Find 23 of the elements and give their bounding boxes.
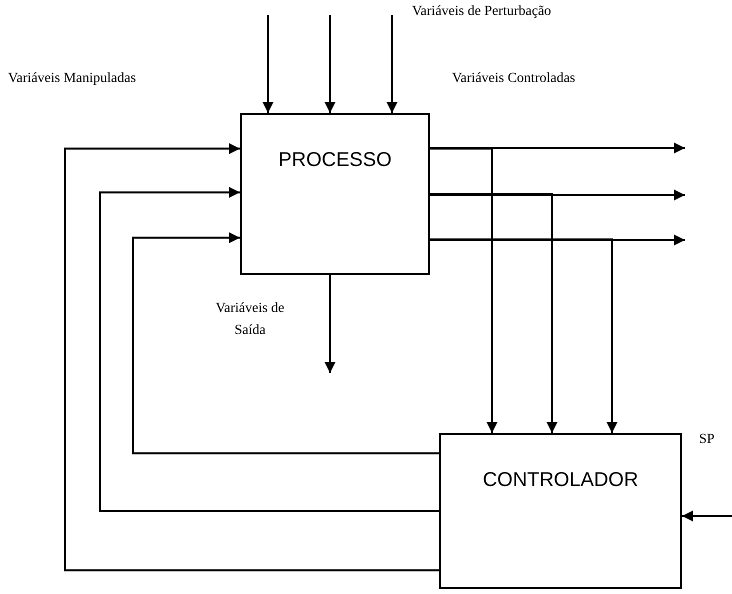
arrow [430, 238, 618, 433]
arrow [430, 193, 558, 433]
arrow [262, 15, 274, 113]
text-label: Variáveis de Perturbação [412, 3, 552, 21]
arrow [682, 510, 732, 522]
box-label: PROCESSO [278, 148, 392, 173]
arrow [386, 15, 398, 113]
arrow [99, 186, 439, 512]
arrow [64, 143, 439, 572]
process-box [240, 113, 430, 275]
box-label: CONTROLADOR [482, 468, 638, 493]
text-label: Variáveis Manipuladas [8, 70, 136, 88]
arrow [324, 15, 336, 113]
text-label: Variáveis de Saída [214, 300, 286, 340]
text-label: SP [699, 431, 715, 449]
text-label: Variáveis Controladas [452, 70, 576, 88]
arrow [132, 232, 439, 454]
arrow [430, 142, 685, 154]
arrow [430, 148, 498, 433]
arrow [430, 190, 685, 200]
arrow [430, 234, 685, 246]
process-box [439, 433, 682, 589]
arrow [324, 275, 336, 373]
